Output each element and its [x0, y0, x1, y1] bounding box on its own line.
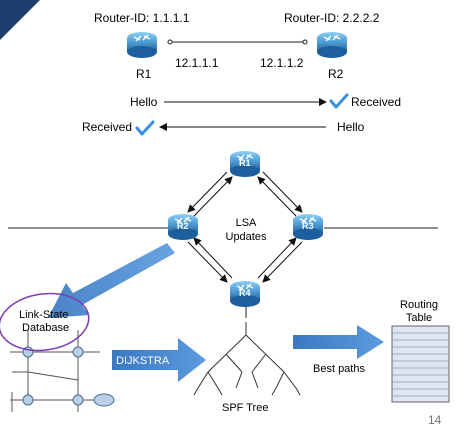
lsa-label: LSA	[236, 217, 257, 229]
r2-router-id: Router-ID: 2.2.2.2	[284, 11, 380, 25]
r2-ip: 12.1.1.2	[260, 56, 304, 70]
arrow-r1-r3	[262, 171, 303, 213]
routing-table-icon	[391, 325, 450, 403]
spf-tree-label: SPF Tree	[222, 402, 268, 414]
lsdb-highlight-circle	[0, 292, 90, 352]
arrow-r3-r1	[257, 176, 297, 217]
check-icon	[135, 120, 155, 136]
arrow-r3-r4	[262, 241, 303, 283]
routing-table-label-line2: Table	[406, 312, 432, 324]
r2-node-label: R2	[177, 221, 189, 231]
r1-node-label: R1	[239, 158, 251, 168]
hello-sent-label: Hello	[130, 95, 158, 109]
router-r1-icon	[126, 31, 158, 59]
corner-accent	[0, 0, 40, 40]
hello-received-label: Received	[351, 95, 401, 109]
check-icon	[329, 93, 349, 109]
arrow-r1-r2	[187, 171, 228, 213]
best-paths-arrow	[293, 325, 384, 359]
best-paths-label: Best paths	[313, 363, 365, 375]
updates-label: Updates	[226, 231, 267, 243]
r3-node-label: R3	[302, 221, 314, 231]
r1-label: R1	[136, 67, 152, 81]
r2-label: R2	[328, 67, 344, 81]
arrow-r2-r1	[193, 176, 233, 217]
received-label: Received	[82, 120, 132, 134]
lsdb-label-line2: Database	[22, 322, 69, 334]
r1-ip: 12.1.1.1	[175, 56, 219, 70]
arrow-r2-r4	[187, 241, 228, 283]
lsdb-label-line1: Link-State	[19, 309, 69, 321]
dijkstra-arrow	[112, 338, 206, 382]
arrow-r4-r3	[257, 237, 297, 279]
lsdb-nodes	[22, 346, 115, 407]
r2-interface-dot	[302, 39, 308, 45]
r1-interface-dot	[167, 39, 173, 45]
router-r2-icon	[316, 31, 348, 59]
r4-node-label: R4	[239, 288, 251, 298]
r1-router-id: Router-ID: 1.1.1.1	[94, 11, 190, 25]
arrow-r4-r2	[193, 237, 233, 279]
page-number: 14	[428, 413, 442, 427]
dijkstra-label: DIJKSTRA	[116, 355, 170, 367]
lsdb-arrow	[48, 243, 175, 318]
hello-label: Hello	[337, 120, 365, 134]
spf-tree	[193, 322, 301, 396]
routing-table-label-line1: Routing	[400, 299, 438, 311]
